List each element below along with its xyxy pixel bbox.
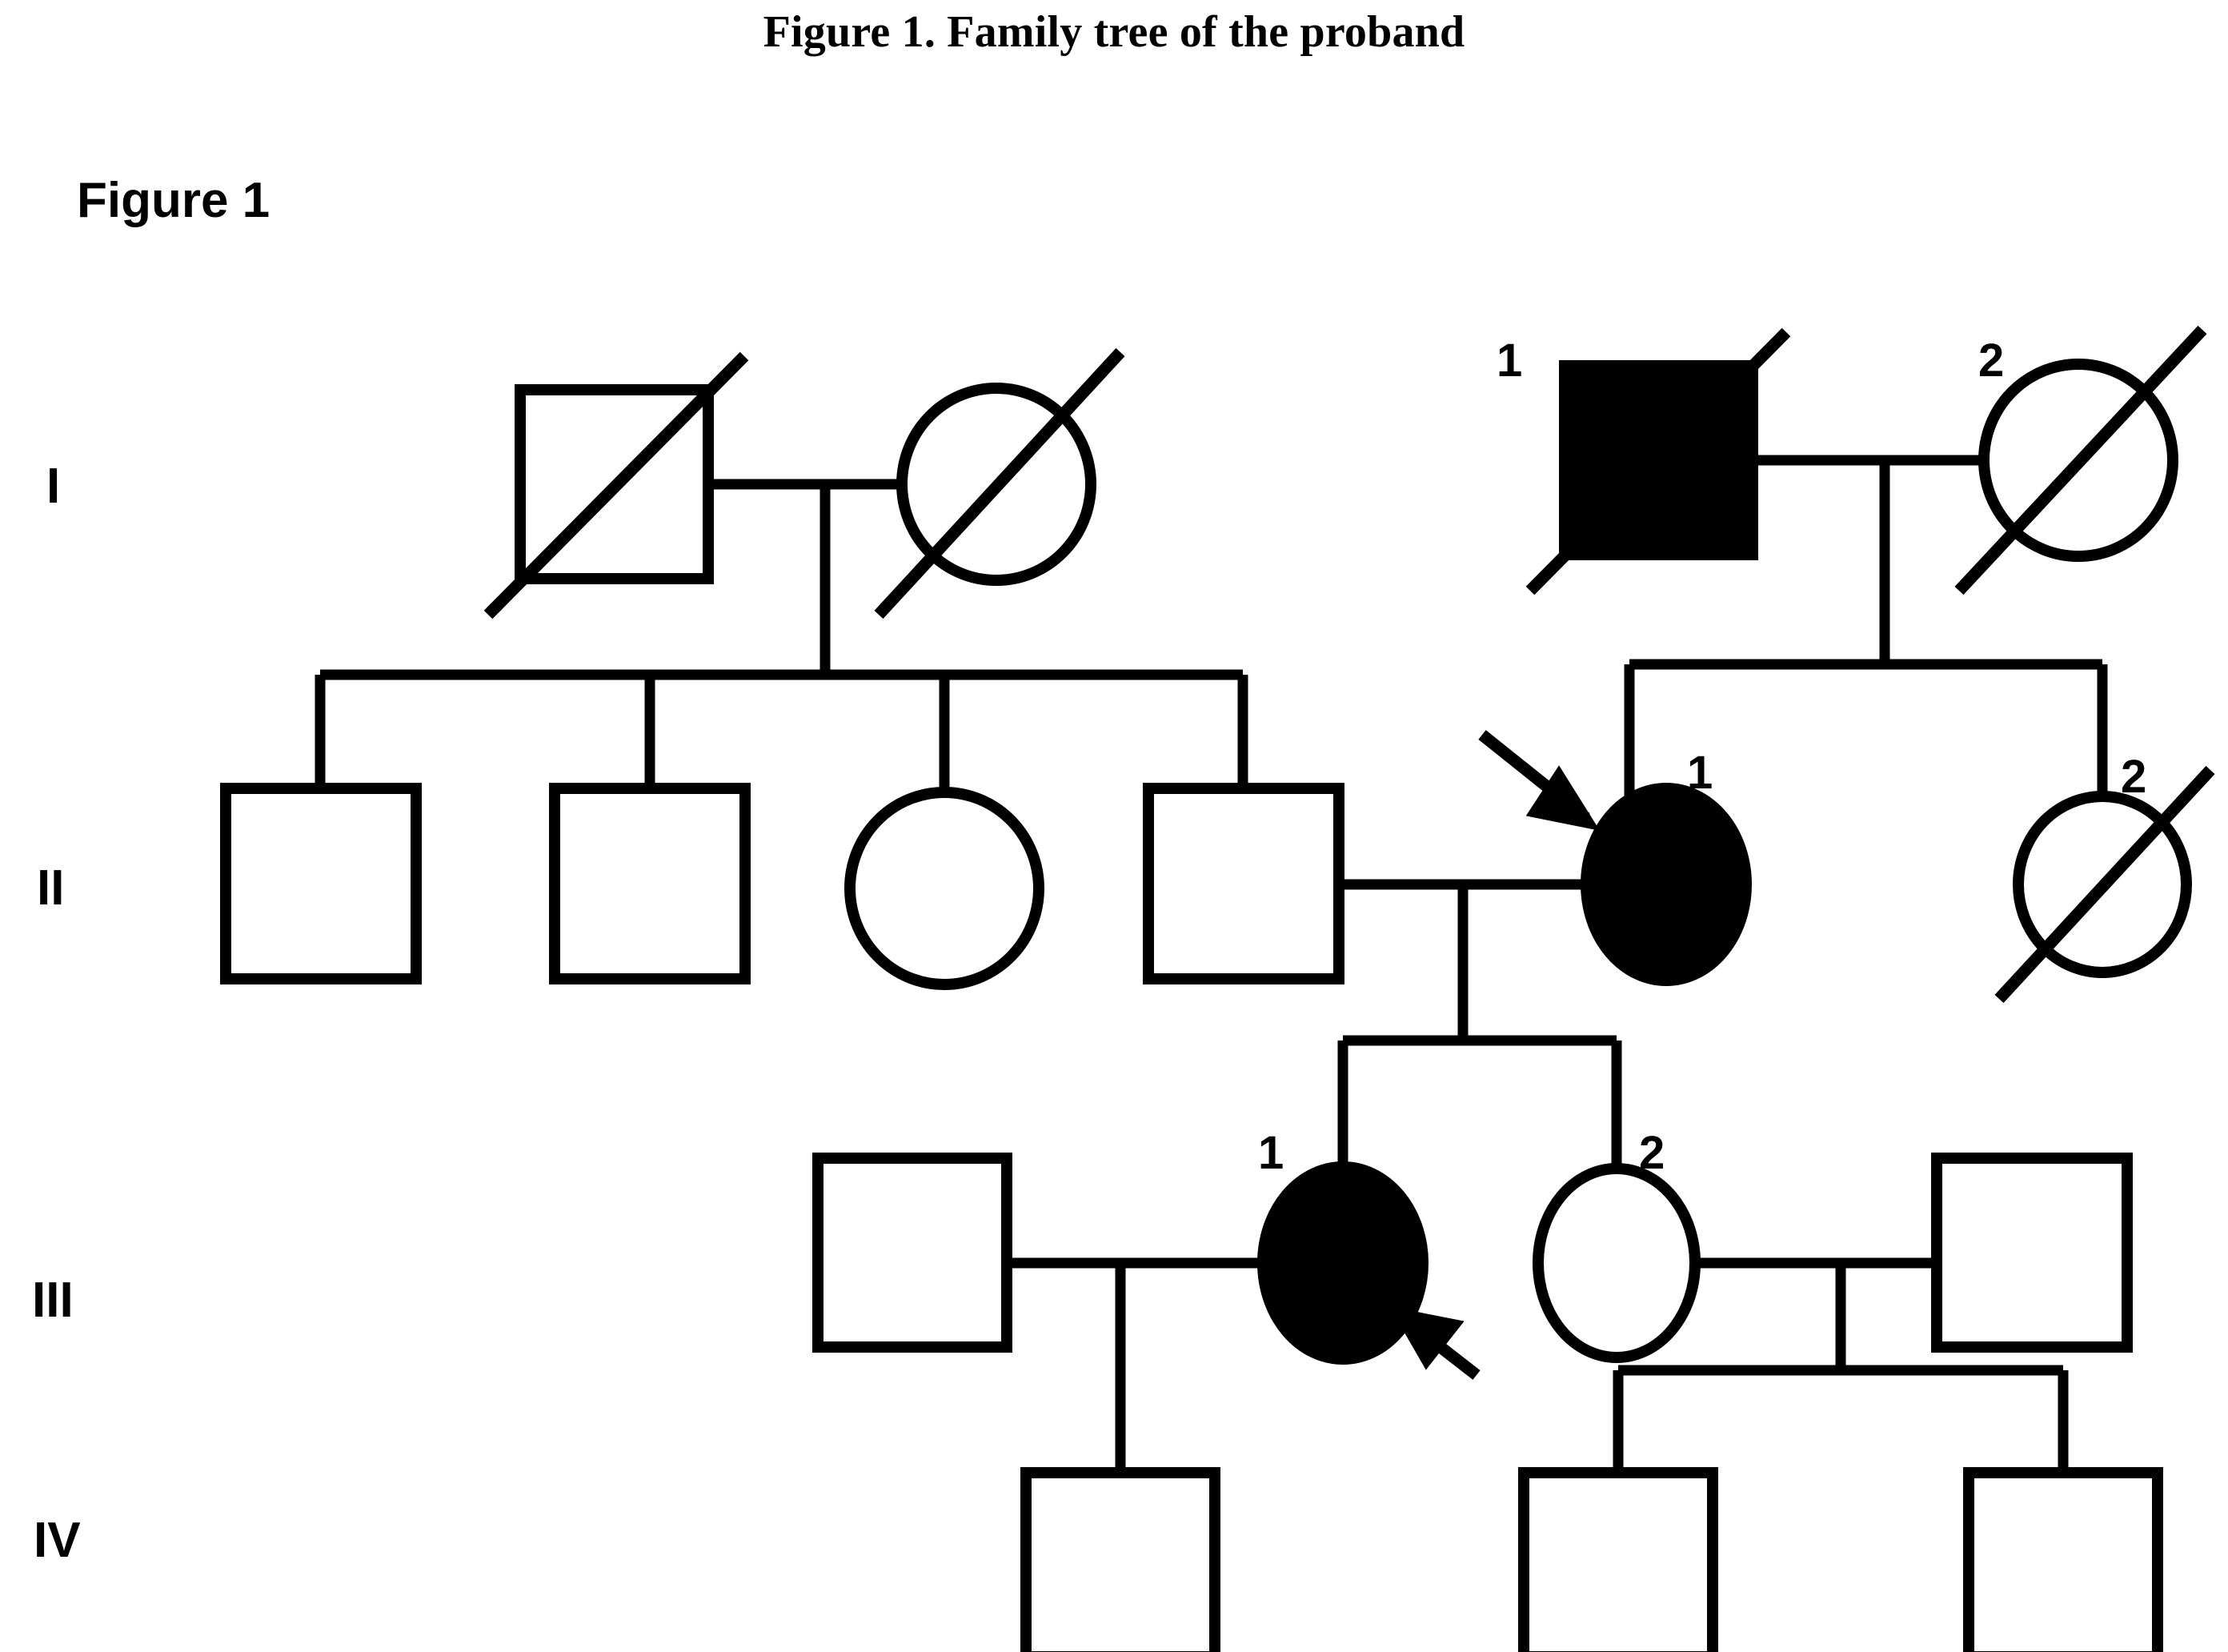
individual-II-c[interactable] [844,787,1044,990]
circle-symbol-affected[interactable] [1581,783,1752,986]
square-symbol-unaffected[interactable] [1143,783,1344,984]
proband-arrow-icon-gen2 [1478,730,1601,831]
square-symbol-unaffected[interactable] [1963,1467,2163,1652]
individual-I-2[interactable]: 2 [1954,325,2207,595]
square-symbol-unaffected[interactable] [1931,1153,2133,1353]
individual-III-b[interactable] [1931,1153,2133,1353]
deceased-slash-icon [1954,325,2207,595]
circle-symbol-unaffected[interactable] [844,787,1044,990]
deceased-slash-icon [1994,765,2215,1004]
individual-IV-c[interactable] [1963,1467,2163,1652]
individual-I-1[interactable]: 1 [1497,327,1791,595]
individual-number-II-2: 2 [2121,751,2146,803]
individual-number-III-1: 1 [1258,1127,1284,1179]
individual-II-b[interactable] [549,783,751,984]
square-symbol-unaffected[interactable] [1518,1467,1718,1652]
individual-II-d[interactable] [1143,783,1344,984]
square-symbol-unaffected[interactable] [549,783,751,984]
individual-III-1-proband[interactable]: 1 [1257,1127,1429,1365]
figure-caption: Figure 1. Family tree of the proband [763,7,1465,57]
deceased-slash-icon [1525,327,1791,595]
proband-arrow-icon-gen3 [1389,1306,1481,1380]
figure-inline-label: Figure 1 [77,173,270,228]
individual-IV-b[interactable] [1518,1467,1718,1652]
individual-number-III-2: 2 [1639,1127,1665,1179]
square-symbol-unaffected[interactable] [220,783,422,984]
individual-II-1-proband[interactable]: 1 [1581,747,1752,986]
individual-I-a[interactable] [483,351,749,620]
individual-II-2[interactable]: 2 [1994,751,2215,1004]
generation-label-II: II [37,860,64,916]
individual-III-2[interactable]: 2 [1533,1127,1701,1363]
deceased-slash-icon [483,351,749,620]
circle-symbol-unaffected[interactable] [1533,1163,1701,1363]
generation-label-I: I [46,459,60,514]
individual-number-I-1: 1 [1497,335,1522,387]
individual-number-I-2: 2 [1978,335,2004,387]
individual-II-a[interactable] [220,783,422,984]
individual-III-a[interactable] [812,1153,1012,1353]
individual-IV-a[interactable] [1020,1467,1220,1652]
square-symbol-unaffected[interactable] [812,1153,1012,1353]
square-symbol-unaffected[interactable] [1020,1467,1220,1652]
individual-number-II-1: 1 [1687,747,1713,799]
circle-symbol-affected[interactable] [1257,1161,1429,1365]
generation-label-III: III [32,1273,74,1328]
deceased-slash-icon [874,347,1125,620]
individual-I-b[interactable] [874,347,1125,620]
generation-label-IV: IV [34,1513,81,1568]
